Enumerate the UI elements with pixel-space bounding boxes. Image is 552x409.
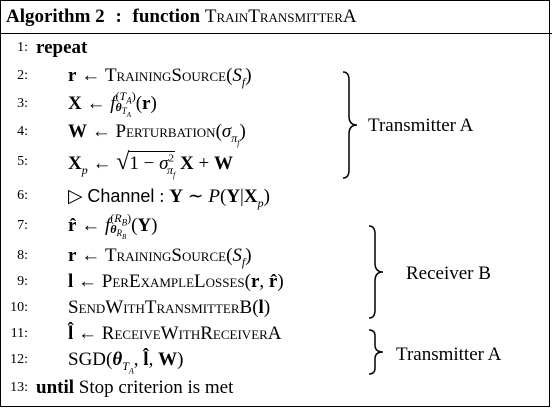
line-number: 11: — [10, 326, 28, 341]
code-line-9: l ← PerExampleLosses(r, r̂) — [68, 271, 284, 292]
code-line-2: r ← TrainingSource(Sf) — [68, 65, 252, 89]
code-line-1: repeat — [36, 34, 87, 62]
line-number: 8: — [17, 248, 28, 263]
brace-label-transmitter-a: Transmitter A — [368, 115, 474, 136]
code-line-3: X ← f(TA)θTA(r) — [68, 88, 157, 119]
line-number: 3: — [17, 96, 28, 111]
code-line-8: r ← TrainingSource(Sf) — [68, 245, 252, 269]
repeat-keyword: repeat — [36, 37, 88, 58]
line-number: 6: — [17, 188, 28, 203]
title-separator: : — [115, 6, 122, 27]
comment-triangle-icon: ▷ — [68, 186, 83, 207]
algorithm-title: Algorithm 2 : function TrainTransmitterA — [6, 2, 357, 32]
title-rule — [0, 33, 552, 34]
channel-label: Channel — [87, 186, 155, 206]
line-number: 4: — [17, 124, 28, 139]
algorithm-label: Algorithm 2 — [6, 6, 105, 27]
line-number: 9: — [17, 274, 28, 289]
stop-condition: Stop criterion is met — [78, 377, 234, 398]
training-source-fn: TrainingSource — [104, 65, 227, 86]
line-number: 7: — [17, 218, 28, 233]
code-line-5: Xp ← √1 − σ2πf X + W — [68, 149, 233, 180]
function-keyword: function — [132, 6, 201, 27]
code-line-11: l̂ ← ReceiveWithReceiverA — [68, 323, 282, 344]
sgd-fn: SGD — [68, 349, 107, 370]
code-line-7: r̂ ← f(RB)θRB(Y) — [68, 210, 158, 241]
line-number: 10: — [10, 300, 28, 315]
line-number: 5: — [17, 154, 28, 169]
brace-transmitter-a-top — [342, 71, 358, 179]
until-keyword: until — [36, 377, 75, 398]
code-line-4: W ← Perturbation(σπf) — [68, 121, 246, 148]
code-line-10: SendWithTransmitterB(l) — [68, 297, 271, 318]
brace-receiver-b — [368, 225, 384, 319]
brace-label-transmitter-a: Transmitter A — [396, 344, 502, 365]
receive-with-receiver-a-fn: ReceiveWithReceiverA — [101, 323, 282, 344]
line-number: 1: — [17, 40, 28, 55]
line-number: 13: — [10, 380, 28, 395]
line-number: 12: — [10, 352, 28, 367]
training-source-fn: TrainingSource — [104, 245, 227, 266]
send-with-transmitter-b-fn: SendWithTransmitterB — [68, 297, 253, 318]
per-example-losses-fn: PerExampleLosses — [101, 271, 245, 292]
function-name: TrainTransmitterA — [204, 6, 357, 27]
code-line-6: ▷ Channel : Y ∼ P(Y|Xp) — [68, 186, 270, 210]
brace-transmitter-a-bottom — [368, 329, 384, 375]
line-number: 2: — [17, 68, 28, 83]
code-line-12: SGD(θTA, l̂, W) — [68, 349, 184, 376]
code-line-13: until Stop criterion is met — [36, 374, 233, 402]
perturbation-fn: Perturbation — [115, 121, 216, 142]
brace-label-receiver-b: Receiver B — [406, 263, 491, 284]
